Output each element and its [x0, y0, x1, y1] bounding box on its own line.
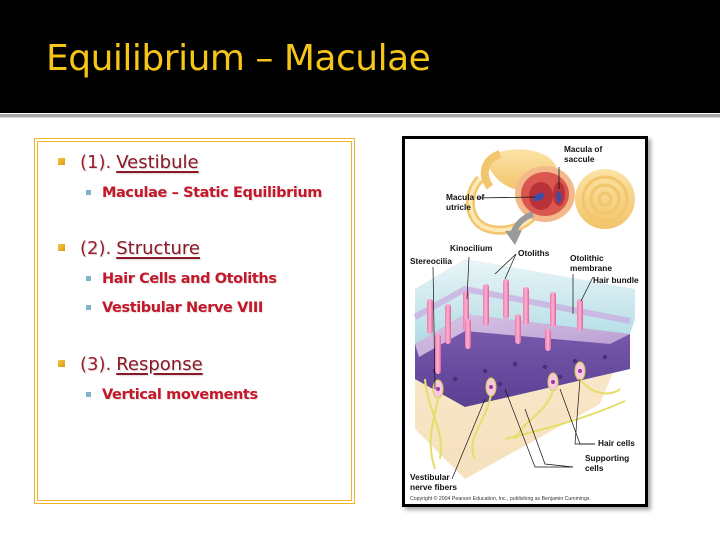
svg-text:Hair cells: Hair cells	[598, 438, 635, 448]
svg-text:membrane: membrane	[570, 263, 612, 273]
section-heading: Vestibule	[116, 152, 199, 173]
leader-lines	[432, 253, 595, 480]
square-bullet-icon	[58, 360, 65, 367]
square-bullet-icon	[86, 305, 91, 310]
svg-text:Macula of: Macula of	[564, 144, 603, 154]
macula-diagram: Macula of saccule Macula of utricle Kino…	[402, 136, 648, 507]
svg-text:Otoliths: Otoliths	[518, 248, 550, 258]
diagram-labels: Macula of saccule Macula of utricle Kino…	[410, 144, 639, 502]
section-number: (2).	[80, 238, 112, 259]
list-item: Maculae – Static Equilibrium	[86, 185, 322, 201]
title-bar: Equilibrium – Maculae	[0, 0, 720, 113]
item-text: Vertical movements	[102, 387, 258, 403]
list-item: Vestibular Nerve VIII	[86, 300, 263, 316]
svg-text:Supporting: Supporting	[585, 453, 629, 463]
section-number: (1).	[80, 152, 112, 173]
section-heading: Structure	[116, 238, 200, 259]
svg-text:utricle: utricle	[446, 202, 471, 212]
content-box: (1). Vestibule Maculae – Static Equilibr…	[34, 138, 355, 504]
section-structure: (2). Structure	[58, 238, 200, 259]
item-text: Hair Cells and Otoliths	[102, 271, 277, 287]
svg-text:Hair bundle: Hair bundle	[593, 275, 639, 285]
header-divider	[0, 114, 720, 118]
list-item: Vertical movements	[86, 387, 258, 403]
section-number: (3).	[80, 354, 112, 375]
svg-text:Kinocilium: Kinocilium	[450, 243, 492, 253]
square-bullet-icon	[86, 190, 91, 195]
svg-text:Stereocilia: Stereocilia	[410, 256, 452, 266]
macula-illustration: Macula of saccule Macula of utricle Kino…	[410, 144, 639, 502]
square-bullet-icon	[58, 244, 65, 251]
list-item: Hair Cells and Otoliths	[86, 271, 277, 287]
inner-ear-illustration	[465, 149, 635, 245]
section-response: (3). Response	[58, 354, 203, 375]
item-text: Vestibular Nerve VIII	[102, 300, 263, 316]
square-bullet-icon	[86, 392, 91, 397]
svg-text:Macula of: Macula of	[446, 192, 485, 202]
item-text: Maculae – Static Equilibrium	[102, 185, 323, 201]
svg-text:nerve fibers: nerve fibers	[410, 482, 457, 492]
svg-text:Vestibular: Vestibular	[410, 472, 450, 482]
macula-cross-section	[413, 259, 635, 479]
copyright-text: Copyright © 2004 Pearson Education, Inc.…	[410, 495, 591, 502]
square-bullet-icon	[58, 158, 65, 165]
slide-title: Equilibrium – Maculae	[46, 38, 431, 79]
square-bullet-icon	[86, 276, 91, 281]
section-heading: Response	[116, 354, 203, 375]
section-vestibule: (1). Vestibule	[58, 152, 199, 173]
svg-text:Otolithic: Otolithic	[570, 253, 604, 263]
svg-text:saccule: saccule	[564, 154, 595, 164]
svg-text:cells: cells	[585, 463, 604, 473]
